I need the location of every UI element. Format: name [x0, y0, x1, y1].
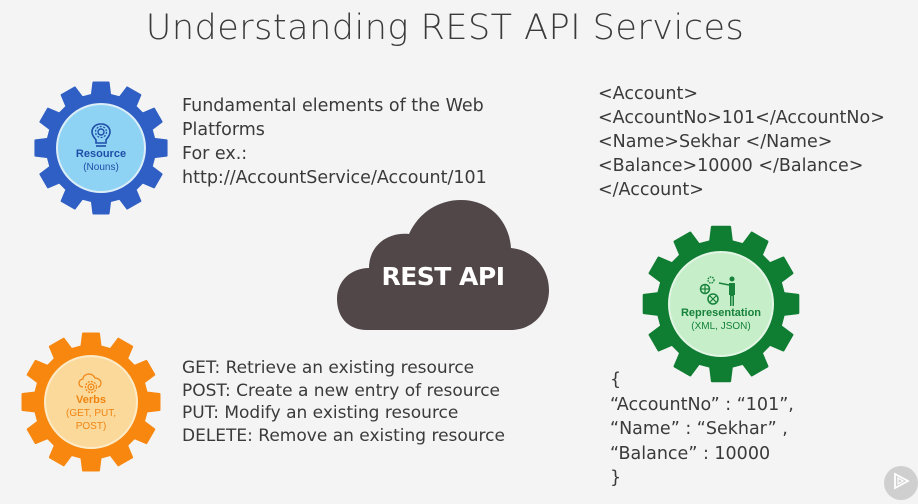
verb-name: POST	[182, 380, 225, 401]
resource-description: Fundamental elements of the Web Platform…	[182, 94, 487, 190]
xml-line: <Balance>10000 </Balance>	[598, 156, 864, 176]
verbs-list: GET: Retrieve an existing resource POST:…	[182, 357, 505, 447]
verb-description: : Create a new entry of resource	[224, 380, 501, 401]
verbs-sublabel-line: POST)	[75, 420, 107, 432]
verb-description: : Retrieve an existing resource	[214, 358, 475, 378]
xml-line: <Name>Sekhar </Name>	[598, 132, 833, 152]
json-line: “Balance” : 10000	[610, 443, 771, 464]
json-line: “Name” : “Sekhar” ,	[610, 419, 788, 439]
verbs-label: Verbs	[76, 393, 106, 406]
play-triangle-icon	[894, 472, 910, 490]
verb-name: PUT	[182, 403, 214, 423]
verbs-inner-circle: Verbs (GET, PUT, POST)	[44, 355, 138, 449]
verbs-sublabel-line: (GET, PUT,	[65, 407, 116, 419]
representation-gear: Representation (XML, JSON)	[641, 224, 801, 384]
cloud-icon	[337, 200, 549, 330]
representation-inner-circle: Representation (XML, JSON)	[668, 251, 774, 357]
xml-representation: <Account> <AccountNo>101</AccountNo> <Na…	[598, 82, 885, 202]
verbs-gear: Verbs (GET, PUT, POST)	[20, 331, 162, 473]
verb-item-delete: DELETE: Remove an existing resource	[182, 425, 505, 448]
verb-description: : Remove an existing resource	[247, 425, 505, 446]
resource-sublabel: (Nouns)	[83, 162, 119, 173]
json-line: }	[610, 468, 622, 488]
slide-title: Understanding REST API Services	[145, 8, 745, 48]
representation-label: Representation	[680, 307, 762, 319]
resource-inner-circle: Resource (Nouns)	[56, 103, 146, 193]
gears-presenter-icon	[699, 276, 735, 306]
resource-description-line: For ex.:	[182, 144, 248, 164]
json-line: “AccountNo” : “101”,	[610, 394, 794, 415]
resource-description-line: Platforms	[182, 120, 265, 140]
verb-name: GET	[182, 358, 215, 378]
json-line: {	[610, 370, 622, 390]
resource-description-line: Fundamental elements of the Web	[182, 96, 484, 116]
xml-line: <AccountNo>101</AccountNo>	[598, 108, 885, 128]
xml-line: </Account>	[598, 180, 704, 200]
verb-name: DELETE	[182, 425, 248, 446]
verb-item-get: GET: Retrieve an existing resource	[182, 357, 505, 380]
cloud-gear-icon	[78, 372, 102, 393]
verb-item-put: PUT: Modify an existing resource	[182, 402, 505, 425]
xml-line: <Account>	[598, 84, 698, 104]
verb-item-post: POST: Create a new entry of resource	[182, 380, 505, 403]
verb-description: : Modify an existing resource	[213, 403, 459, 423]
resource-label: Resource	[75, 148, 127, 160]
play-logo-icon[interactable]	[884, 466, 918, 500]
resource-gear: Resource (Nouns)	[33, 80, 169, 216]
json-representation: { “AccountNo” : “101”, “Name” : “Sekhar”…	[610, 368, 794, 491]
rest-api-label: REST API	[381, 262, 505, 291]
gear-bulb-icon	[91, 123, 111, 147]
representation-sublabel: (XML, JSON)	[691, 321, 751, 332]
resource-example-url: http://AccountService/Account/101	[182, 168, 487, 188]
